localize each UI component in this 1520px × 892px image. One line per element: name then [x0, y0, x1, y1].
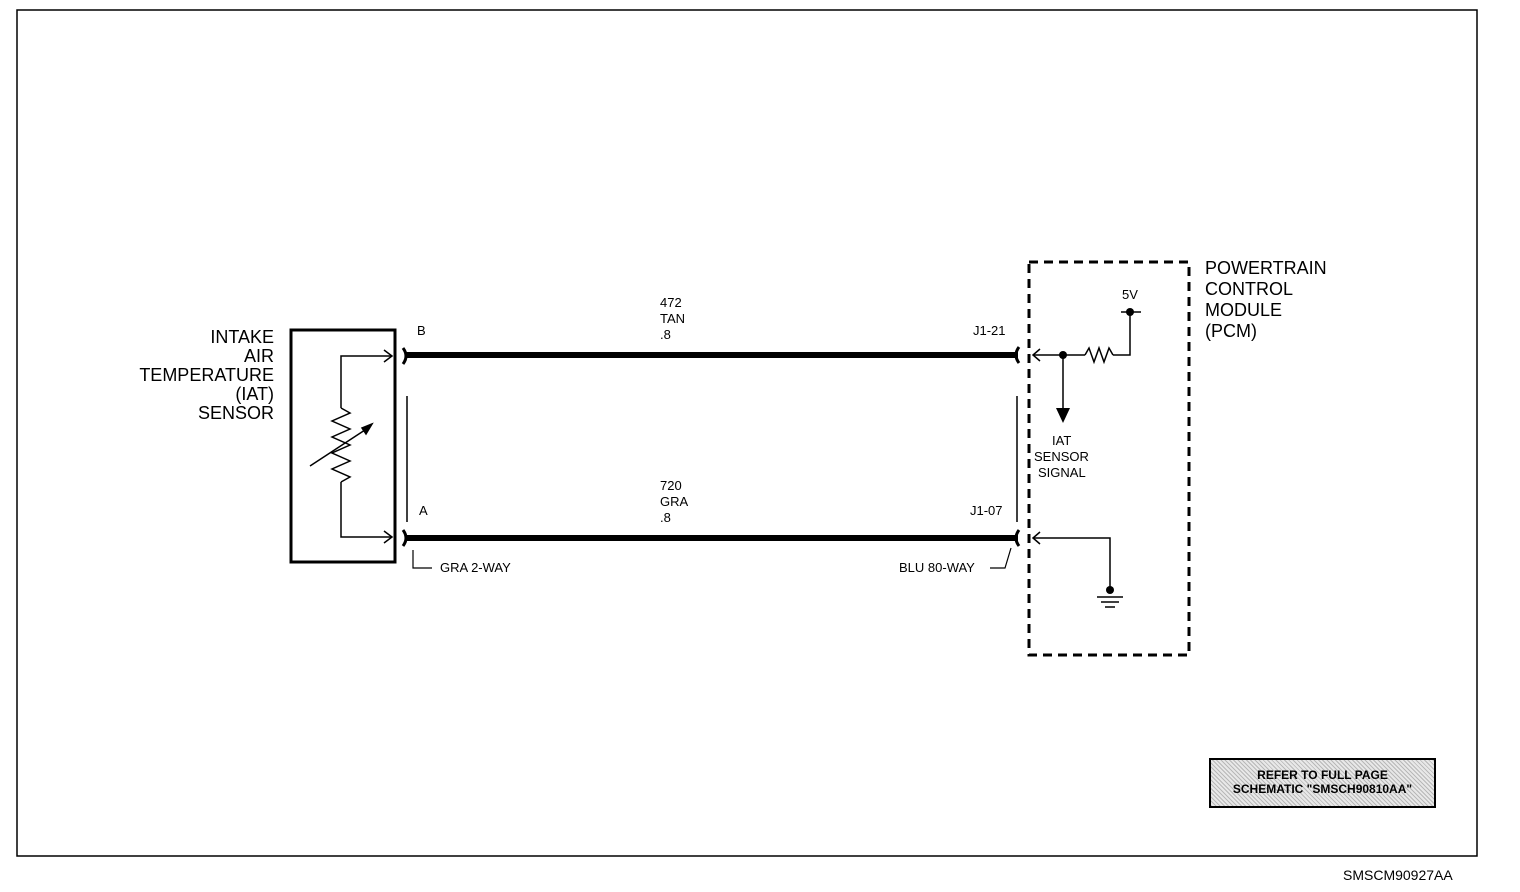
refer-note-box: REFER TO FULL PAGE SCHEMATIC "SMSCH90810… [1209, 758, 1436, 808]
sensor-pin-b: B [417, 323, 426, 338]
wire-472-circuit: 472 [660, 295, 682, 310]
pcm-title-line: CONTROL [1205, 279, 1294, 299]
pcm-connector [990, 346, 1021, 569]
sensor-title-line: INTAKE [210, 327, 274, 347]
refer-note-line: REFER TO FULL PAGE [1257, 768, 1388, 783]
figure-id: SMSCM90927AA [1343, 867, 1453, 883]
sensor-pin-a: A [419, 503, 428, 518]
iat-sensor-title: TEMPERATURE [139, 366, 274, 384]
wire-472-gauge: .8 [660, 327, 671, 342]
sensor-pin-arrows [383, 349, 394, 544]
wire-720-color: GRA [660, 494, 689, 509]
sensor-title-line: SENSOR [197, 403, 274, 423]
pcm-connector-label: BLU 80-WAY [899, 560, 975, 575]
signal-arrow-icon [1056, 408, 1070, 423]
iat-sensor-title: (IAT) [235, 385, 274, 403]
sensor-title-line: TEMPERATURE [139, 365, 274, 385]
pcm-title-line: MODULE [1205, 300, 1283, 320]
refer-note-line: SCHEMATIC "SMSCH90810AA" [1232, 782, 1413, 796]
iat-sensor-title: INTAKE [210, 328, 274, 346]
sensor-title-line: AIR [243, 346, 274, 366]
pcm-pin-j1-07: J1-07 [970, 503, 1003, 518]
wire-472-color: TAN [660, 311, 686, 326]
pcm-voltage-label: 5V [1122, 287, 1138, 302]
wire-720-gauge: .8 [660, 510, 671, 525]
iat-sensor-body [289, 328, 397, 564]
iat-sensor-title: AIR [244, 347, 274, 365]
wire-720-circuit: 720 [660, 478, 682, 493]
iat-signal-label: IAT [1052, 433, 1072, 448]
pcm-junction-dots [1056, 308, 1134, 594]
pullup-resistor-icon [1084, 345, 1114, 365]
iat-signal-label: SENSOR [1034, 449, 1089, 464]
iat-signal-label: SIGNAL [1038, 465, 1086, 480]
pcm-title-line: POWERTRAIN [1205, 258, 1327, 278]
iat-sensor-title: SENSOR [198, 404, 274, 422]
wires [405, 352, 1018, 541]
sensor-title-line: (IAT) [235, 384, 274, 404]
diagram-frame [16, 9, 1478, 857]
pcm-dashed-box [1027, 260, 1191, 657]
pcm-title-line: (PCM) [1205, 321, 1257, 341]
thermistor-icon [309, 355, 392, 538]
pcm-pin-j1-21: J1-21 [973, 323, 1006, 338]
sensor-connector-label: GRA 2-WAY [440, 560, 511, 575]
